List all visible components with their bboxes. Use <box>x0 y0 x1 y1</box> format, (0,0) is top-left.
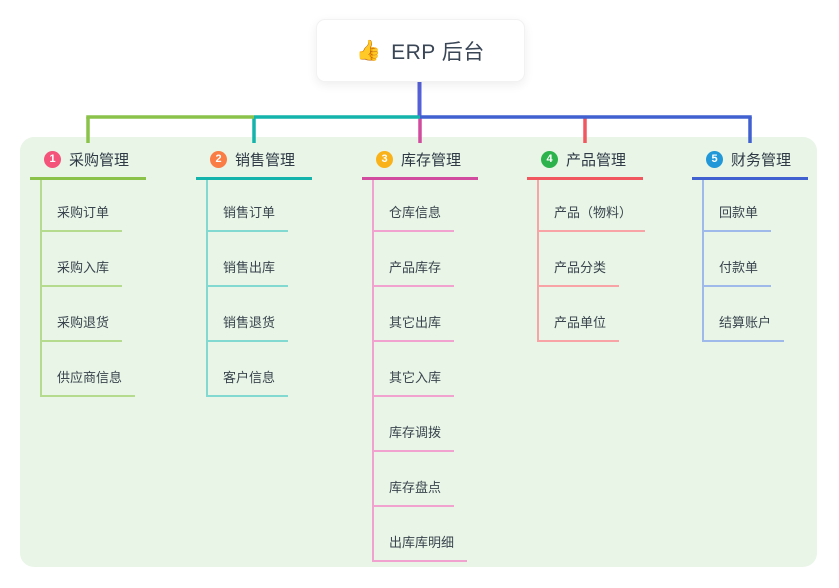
root-node[interactable]: 👍 ERP 后台 <box>316 19 525 82</box>
branch-number-badge: 3 <box>376 150 393 168</box>
branch-header-label: 财务管理 <box>731 151 792 169</box>
branch-header-label: 销售管理 <box>235 151 296 169</box>
branch-产品管理: 4 产品管理产品（物料） 产品分类产品单位 <box>527 148 646 342</box>
child-row: 采购订单 <box>42 180 146 232</box>
child-row: 其它入库 <box>374 342 478 397</box>
child-node-label[interactable]: 采购退货 <box>42 312 123 342</box>
child-node-label[interactable]: 付款单 <box>704 257 772 287</box>
child-row: 供应商信息 <box>42 342 146 397</box>
child-row: 销售退货 <box>208 287 312 342</box>
child-row: 其它出库 <box>374 287 478 342</box>
child-row: 库存调拨 <box>374 397 478 452</box>
child-node-label[interactable]: 销售出库 <box>208 257 289 287</box>
branch-number-badge: 2 <box>210 150 227 168</box>
child-row: 销售出库 <box>208 232 312 287</box>
child-node-label[interactable]: 采购入库 <box>42 257 123 287</box>
branch-财务管理: 5 财务管理回款单付款单结算账户 <box>692 148 808 342</box>
child-node-label[interactable]: 库存调拨 <box>374 422 455 452</box>
branch-header[interactable]: 4 产品管理 <box>527 148 643 180</box>
child-node-label[interactable]: 销售退货 <box>208 312 289 342</box>
branch-库存管理: 3 库存管理仓库信息产品库存其它出库其它入库库存调拨库存盘点出库库明细 <box>362 148 478 562</box>
child-row: 付款单 <box>704 232 808 287</box>
child-row: 产品分类 <box>539 232 643 287</box>
child-row: 出库库明细 <box>374 507 478 562</box>
child-node-label[interactable]: 其它出库 <box>374 312 455 342</box>
child-node-label[interactable]: 供应商信息 <box>42 367 136 397</box>
child-row: 采购入库 <box>42 232 146 287</box>
root-node-label: ERP 后台 <box>391 40 485 64</box>
branch-header[interactable]: 2 销售管理 <box>196 148 312 180</box>
branch-children: 回款单付款单结算账户 <box>702 180 808 342</box>
thumbs-up-icon: 👍 <box>356 39 382 62</box>
branch-header-label: 库存管理 <box>401 151 462 169</box>
mindmap-panel <box>20 137 817 567</box>
child-row: 客户信息 <box>208 342 312 397</box>
branch-header-label: 采购管理 <box>69 151 130 169</box>
child-node-label[interactable]: 客户信息 <box>208 367 289 397</box>
branch-children: 仓库信息产品库存其它出库其它入库库存调拨库存盘点出库库明细 <box>372 180 478 562</box>
child-node-label[interactable]: 结算账户 <box>704 312 785 342</box>
branch-采购管理: 1 采购管理采购订单采购入库采购退货供应商信息 <box>30 148 146 397</box>
child-row: 回款单 <box>704 180 808 232</box>
branch-children: 产品（物料） 产品分类产品单位 <box>537 180 646 342</box>
branch-children: 销售订单销售出库销售退货客户信息 <box>206 180 312 397</box>
child-node-label[interactable]: 产品库存 <box>374 257 455 287</box>
child-node-label[interactable]: 采购订单 <box>42 202 123 232</box>
child-node-label[interactable]: 出库库明细 <box>374 532 468 562</box>
child-row: 产品单位 <box>539 287 643 342</box>
child-row: 产品（物料） <box>539 180 646 232</box>
branch-children: 采购订单采购入库采购退货供应商信息 <box>40 180 146 397</box>
child-node-label[interactable]: 产品（物料） <box>539 202 646 232</box>
child-node-label[interactable]: 仓库信息 <box>374 202 455 232</box>
branch-header[interactable]: 1 采购管理 <box>30 148 146 180</box>
child-node-label[interactable]: 产品单位 <box>539 312 620 342</box>
child-row: 销售订单 <box>208 180 312 232</box>
child-node-label[interactable]: 库存盘点 <box>374 477 455 507</box>
child-row: 采购退货 <box>42 287 146 342</box>
child-node-label[interactable]: 产品分类 <box>539 257 620 287</box>
child-row: 结算账户 <box>704 287 808 342</box>
child-node-label[interactable]: 回款单 <box>704 202 772 232</box>
branch-销售管理: 2 销售管理销售订单销售出库销售退货客户信息 <box>196 148 312 397</box>
child-node-label[interactable]: 销售订单 <box>208 202 289 232</box>
branch-number-badge: 4 <box>541 150 558 168</box>
branch-header[interactable]: 3 库存管理 <box>362 148 478 180</box>
child-node-label[interactable]: 其它入库 <box>374 367 455 397</box>
branch-number-badge: 1 <box>44 150 61 168</box>
branch-header[interactable]: 5 财务管理 <box>692 148 808 180</box>
branch-number-badge: 5 <box>706 150 723 168</box>
branch-header-label: 产品管理 <box>566 151 627 169</box>
child-row: 库存盘点 <box>374 452 478 507</box>
child-row: 仓库信息 <box>374 180 478 232</box>
child-row: 产品库存 <box>374 232 478 287</box>
